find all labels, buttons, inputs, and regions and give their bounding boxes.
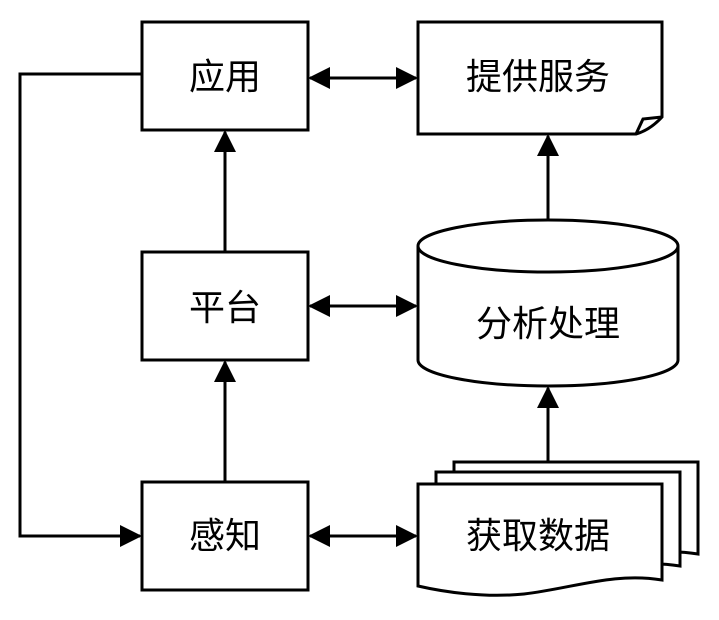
node-app-label: 应用	[189, 57, 261, 98]
node-service: 提供服务	[416, 20, 664, 136]
node-analysis: 分析处理	[416, 218, 680, 388]
node-analysis-label: 分析处理	[476, 304, 620, 345]
node-platform: 平台	[140, 250, 310, 362]
node-data: 获取数据	[416, 460, 700, 597]
node-sensing: 感知	[140, 480, 310, 592]
node-app: 应用	[140, 20, 310, 132]
node-service-label: 提供服务	[466, 57, 610, 98]
feedback-arrow-app-to-sensing	[18, 72, 142, 547]
node-platform-label: 平台	[189, 288, 261, 329]
node-sensing-label: 感知	[189, 516, 261, 557]
node-data-label: 获取数据	[466, 516, 610, 557]
